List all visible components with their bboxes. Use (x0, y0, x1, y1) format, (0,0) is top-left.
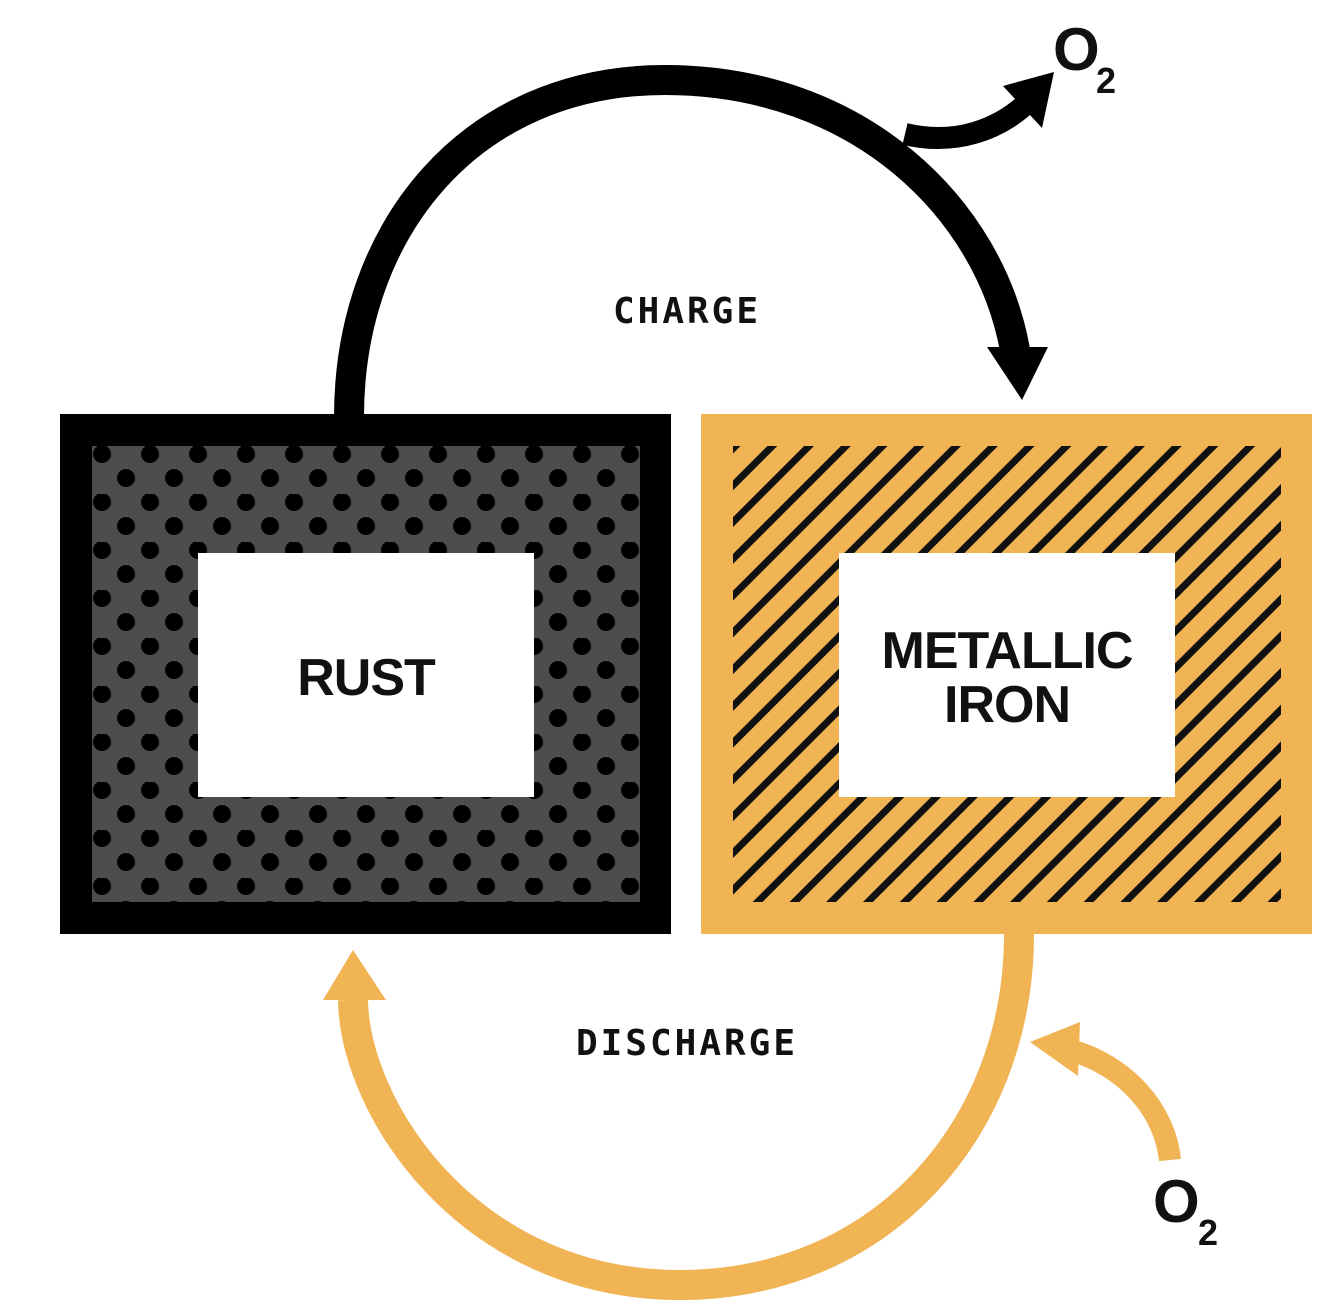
oxygen-absorbed-label: O 2 (1153, 1168, 1218, 1253)
iron-label-line1: METALLIC (882, 622, 1133, 680)
oxygen-released-label: O 2 (1053, 16, 1116, 101)
oxygen-absorb-branch (1066, 1039, 1181, 1162)
iron-label-line2: IRON (944, 676, 1070, 734)
rust-label: RUST (297, 649, 436, 707)
svg-text:O: O (1053, 16, 1100, 83)
iron-label-box (839, 553, 1175, 797)
rust-label-box (198, 553, 534, 797)
iron-box: METALLIC IRON (701, 414, 1312, 934)
discharge-arrow-arc (338, 933, 1034, 1301)
charge-arrow (334, 64, 1054, 418)
rust-box: RUST (60, 414, 671, 934)
oxygen-absorb-arrowhead (1030, 1022, 1080, 1076)
oxygen-release-arrowhead (1003, 72, 1054, 128)
charge-arrow-arc (334, 64, 1030, 418)
svg-text:2: 2 (1096, 60, 1116, 101)
discharge-arrow (323, 933, 1181, 1301)
discharge-arrowhead (323, 950, 386, 1000)
discharge-label: DISCHARGE (576, 1023, 798, 1064)
charge-arrowhead (987, 347, 1048, 400)
svg-text:O: O (1153, 1168, 1200, 1235)
oxygen-release-branch (902, 92, 1038, 149)
charge-label: CHARGE (613, 291, 761, 332)
svg-text:2: 2 (1198, 1212, 1218, 1253)
